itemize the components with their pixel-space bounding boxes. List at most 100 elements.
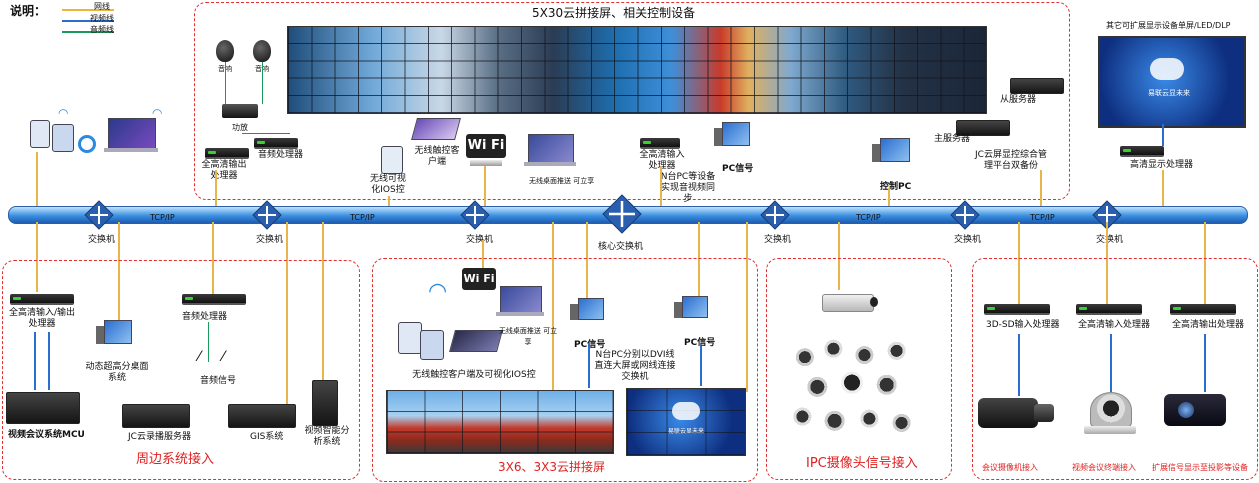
tcp-ip-label: TCP/IP [350, 213, 375, 222]
tcp-ip-label: TCP/IP [856, 213, 881, 222]
projector-lens [1178, 402, 1194, 418]
switch-icon [252, 200, 282, 230]
legend-video-label: 视频线 [90, 14, 114, 23]
net-line [484, 166, 486, 206]
backup-label: JC云屏显控综合管理平台双备份 [975, 150, 1047, 171]
wifi-router-icon: Wi Fi [466, 134, 506, 158]
ptz-camera-icon [1090, 392, 1132, 428]
top-group-title: 5X30云拼接屏、相关控制设备 [532, 6, 696, 20]
microphone-icon: ⁄ [222, 349, 225, 365]
video-line [588, 344, 590, 388]
laptop-base [524, 162, 576, 166]
pc-tower-icon [96, 326, 104, 344]
touch-client-icon [411, 118, 461, 140]
laptop-base [496, 312, 544, 316]
net-line [746, 222, 748, 392]
mcu-label: 视频会议系统MCU [8, 430, 85, 440]
video-line [1204, 334, 1206, 392]
video-wall-3x3 [626, 388, 746, 456]
switch-label: 交换机 [256, 235, 284, 245]
top-audio-processor-label: 音频处理器 [258, 150, 304, 160]
pc-monitor-icon [578, 298, 604, 320]
hd-display-label: 高清显示处理器 [1130, 160, 1194, 170]
wifi-icon: ◠ [152, 106, 163, 120]
wall3-title: 3X6、3X3云拼接屏 [498, 460, 605, 474]
pc-signal-a-label: PC信号 [574, 340, 606, 350]
speaker-icon [253, 40, 271, 62]
core-switch-label: 核心交换机 [598, 242, 644, 252]
switch-label: 交换机 [88, 235, 116, 245]
proj-label: 扩展信号显示至投影等设备 [1152, 463, 1248, 472]
net-line [36, 152, 38, 206]
ie-icon [78, 135, 96, 153]
switch-label: 交换机 [1096, 235, 1124, 245]
switch-icon [1092, 200, 1122, 230]
pc-sync-label: N台PC等设备实现音视频同步 [660, 172, 716, 204]
laptop-icon [500, 286, 542, 314]
audio-wire [242, 133, 290, 134]
switch-icon [460, 200, 490, 230]
camcorder-lens [1034, 404, 1054, 422]
switch-label: 交换机 [764, 235, 792, 245]
wall3-group-box [372, 258, 758, 482]
microphone-icon: ⁄ [198, 349, 201, 365]
control-pc-label: 控制PC [880, 182, 912, 192]
pc-tower-icon [714, 128, 722, 146]
amplifier-icon [222, 104, 258, 118]
gis-server-icon [228, 404, 296, 428]
ptz-camera-base [1084, 426, 1136, 434]
net-line [215, 170, 217, 206]
legend-audio-line [62, 31, 114, 33]
extend-display-screen [1098, 36, 1246, 128]
net-line [838, 222, 840, 290]
peripheral-title: 周边系统接入 [136, 452, 215, 467]
main-server-label: 主服务器 [934, 134, 971, 144]
switch-label: 交换机 [954, 235, 982, 245]
switch-icon [760, 200, 790, 230]
right-group-box [972, 258, 1258, 480]
amp-label: 功放 [232, 123, 248, 132]
wifi-icon: ◠ [58, 106, 69, 120]
sd3d-processor-device [984, 304, 1050, 315]
control-pc-monitor-icon [880, 138, 910, 162]
legend-title: 说明： [10, 4, 47, 18]
audio-wire [208, 322, 209, 362]
touch-ios-label: 无线触控客户端及可视化IOS控 [412, 370, 536, 380]
touch-client-label: 无线触控客户端 [414, 146, 460, 167]
net-line [586, 222, 588, 298]
laptop-icon [528, 134, 574, 164]
pc-monitor-icon [682, 296, 708, 318]
net-line [322, 222, 324, 380]
camcorder-icon [978, 398, 1038, 428]
net-line [1162, 170, 1164, 206]
ios-control-label: 无线可视化IOS控 [370, 174, 407, 195]
gis-label: GIS系统 [250, 432, 284, 442]
wifi-router-icon: Wi Fi [462, 268, 496, 290]
hd-io-label: 全高清输入/输出处理器 [8, 308, 76, 329]
tablet-icon [398, 322, 422, 354]
net-line [1018, 222, 1020, 304]
audio-wire [225, 62, 226, 104]
router-base [470, 160, 502, 166]
top-group-box [194, 2, 1070, 200]
main-server-icon [956, 120, 1010, 136]
cam-label: 会议摄像机接入 [982, 463, 1038, 472]
pc-monitor-icon [722, 122, 750, 146]
legend-video-line [62, 20, 114, 22]
tablet-icon [420, 330, 444, 360]
camera-lens [870, 297, 878, 307]
net-line [660, 166, 662, 206]
tcp-ip-label: TCP/IP [1030, 213, 1055, 222]
net-line [118, 222, 120, 320]
hd-input-processor-device [640, 138, 680, 149]
video-line [1018, 334, 1020, 396]
hd-output-processor-device [205, 148, 249, 159]
laptop-push-label: 无线桌面推送 可立享 [529, 177, 595, 185]
cloud-logo-icon [1150, 58, 1184, 80]
desktop-monitor-icon [104, 320, 132, 344]
projector-icon [1164, 394, 1226, 426]
dvi-note-label: N台PC分别以DVI线直连大屏或网线连接交换机 [594, 350, 676, 382]
peripheral-audio-processor-label: 音频处理器 [182, 312, 228, 322]
net-line [212, 222, 214, 294]
audio-processor-device [254, 138, 298, 149]
